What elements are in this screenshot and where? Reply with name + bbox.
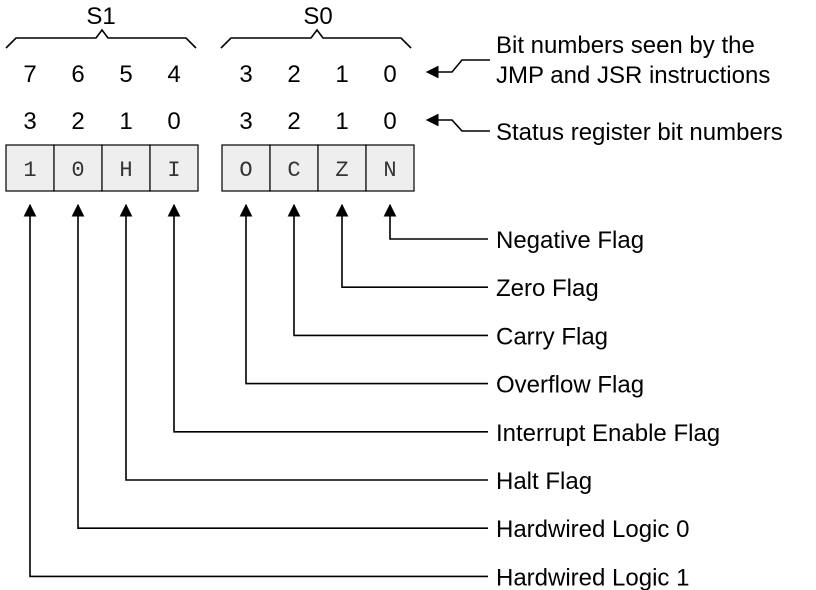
register-cell-label: 1: [23, 158, 36, 183]
jump-bit-number: 4: [167, 61, 180, 88]
jump-annotation-line1: Bit numbers seen by the: [496, 32, 755, 59]
flag-label: Zero Flag: [496, 275, 599, 302]
flag-leader-line: [383, 203, 488, 240]
jump-bit-number: 7: [23, 61, 36, 88]
status-bit-number: 2: [71, 108, 84, 135]
flag-label: Interrupt Enable Flag: [496, 420, 720, 447]
status-annotation: Status register bit numbers: [425, 113, 783, 146]
jump-annotation-line2: JMP and JSR instructions: [496, 62, 770, 89]
register-cell-label: H: [119, 158, 132, 183]
status-bit-number: 3: [239, 108, 252, 135]
jump-bit-number: 5: [119, 61, 132, 88]
jump-bit-numbers-row: 7 6 5 4 3 2 1 0: [23, 61, 396, 88]
group-label-s1: S1: [86, 3, 115, 30]
register-cell: [221, 144, 271, 192]
register-cell-label: O: [239, 158, 252, 183]
flag-leader-line: [239, 203, 488, 385]
group-label-s0: S0: [303, 3, 332, 30]
status-register: 1 0 H I O C Z N: [5, 144, 415, 192]
register-cell-label: 0: [71, 158, 84, 183]
flag-label: Carry Flag: [496, 323, 608, 350]
flag-label: Negative Flag: [496, 227, 644, 254]
flag-label: Halt Flag: [496, 468, 592, 495]
status-bit-number: 0: [167, 108, 180, 135]
flag-leader-line: [23, 203, 488, 578]
jump-bit-number: 6: [71, 61, 84, 88]
register-cell: [53, 144, 103, 192]
status-annotation-arrow: [425, 113, 490, 132]
status-bit-number: 2: [287, 108, 300, 135]
status-bit-number: 1: [335, 108, 348, 135]
jump-bit-number: 1: [335, 61, 348, 88]
flag-label: Overflow Flag: [496, 372, 644, 399]
group-s0: S0: [220, 3, 412, 49]
status-bit-number: 0: [383, 108, 396, 135]
flag-leader-line: [119, 203, 488, 481]
brace-s1: [5, 28, 197, 49]
register-cell-label: N: [383, 158, 396, 183]
flag-leader-line: [71, 203, 488, 529]
register-cell: [269, 144, 319, 192]
status-bit-number: 3: [23, 108, 36, 135]
flag-leader-line: [335, 203, 488, 288]
register-cell-label: C: [287, 158, 300, 183]
register-cell: [5, 144, 55, 192]
flag-label: Hardwired Logic 1: [496, 564, 689, 590]
jump-bit-number: 0: [383, 61, 396, 88]
register-cell-label: Z: [335, 158, 348, 183]
jump-annotation: Bit numbers seen by the JMP and JSR inst…: [425, 32, 770, 89]
jump-bit-number: 3: [239, 61, 252, 88]
jump-annotation-arrow: [425, 59, 490, 79]
register-cell: [317, 144, 367, 192]
register-cell: [149, 144, 199, 192]
status-bit-number: 1: [119, 108, 132, 135]
flag-leader-line: [287, 203, 488, 337]
flag-label: Hardwired Logic 0: [496, 516, 689, 543]
brace-s0: [220, 28, 412, 49]
register-cell-label: I: [167, 158, 180, 183]
status-bit-numbers-row: 3 2 1 0 3 2 1 0: [23, 108, 396, 135]
group-s1: S1: [5, 3, 197, 49]
register-cell: [365, 144, 415, 192]
register-cell: [101, 144, 151, 192]
jump-bit-number: 2: [287, 61, 300, 88]
flag-leader-line: [167, 203, 488, 433]
status-annotation-label: Status register bit numbers: [496, 119, 783, 146]
